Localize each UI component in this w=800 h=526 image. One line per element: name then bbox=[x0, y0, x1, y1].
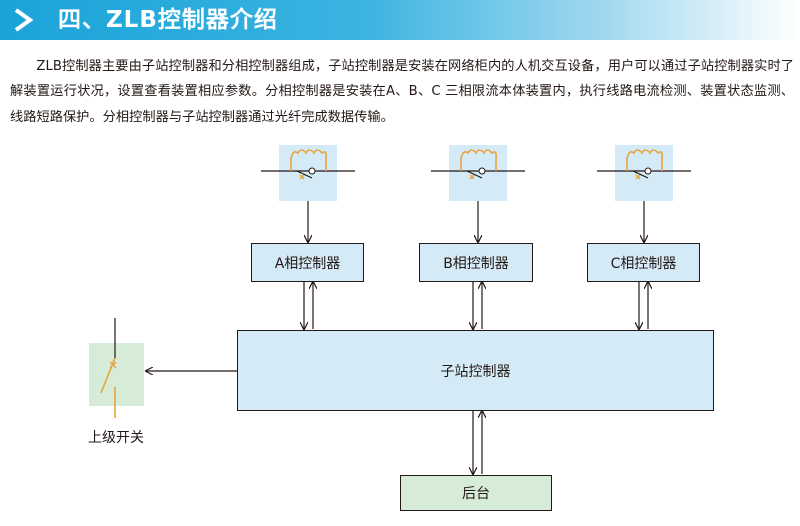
substation-controller: 子站控制器 bbox=[237, 330, 714, 411]
phase-device-c bbox=[597, 145, 691, 201]
upper-switch-symbol bbox=[89, 318, 144, 418]
phase-controller-a: A相控制器 bbox=[251, 243, 364, 282]
phase-controller-b: B相控制器 bbox=[419, 243, 533, 282]
upper-switch-label: 上级开关 bbox=[88, 430, 144, 446]
phase-device-a bbox=[261, 145, 355, 201]
phase-controller-c: C相控制器 bbox=[587, 243, 700, 282]
section-header: 四、ZLB控制器介绍 bbox=[0, 0, 800, 40]
inductor-switch-icon bbox=[431, 149, 525, 180]
inductor-switch-icon bbox=[261, 149, 355, 180]
phase-device-b bbox=[431, 145, 525, 201]
inductor-switch-icon bbox=[597, 149, 691, 180]
link-substation-backend bbox=[473, 411, 482, 474]
backend-box: 后台 bbox=[400, 475, 552, 511]
link-c-substation bbox=[639, 282, 648, 329]
chevron-right-icon bbox=[14, 8, 34, 32]
link-a-substation bbox=[304, 282, 313, 329]
switch-icon bbox=[100, 318, 117, 418]
link-b-substation bbox=[473, 282, 482, 329]
intro-paragraph: ZLB控制器主要由子站控制器和分相控制器组成，子站控制器是安装在网络柜内的人机交… bbox=[10, 59, 794, 125]
section-title: 四、ZLB控制器介绍 bbox=[58, 7, 278, 33]
